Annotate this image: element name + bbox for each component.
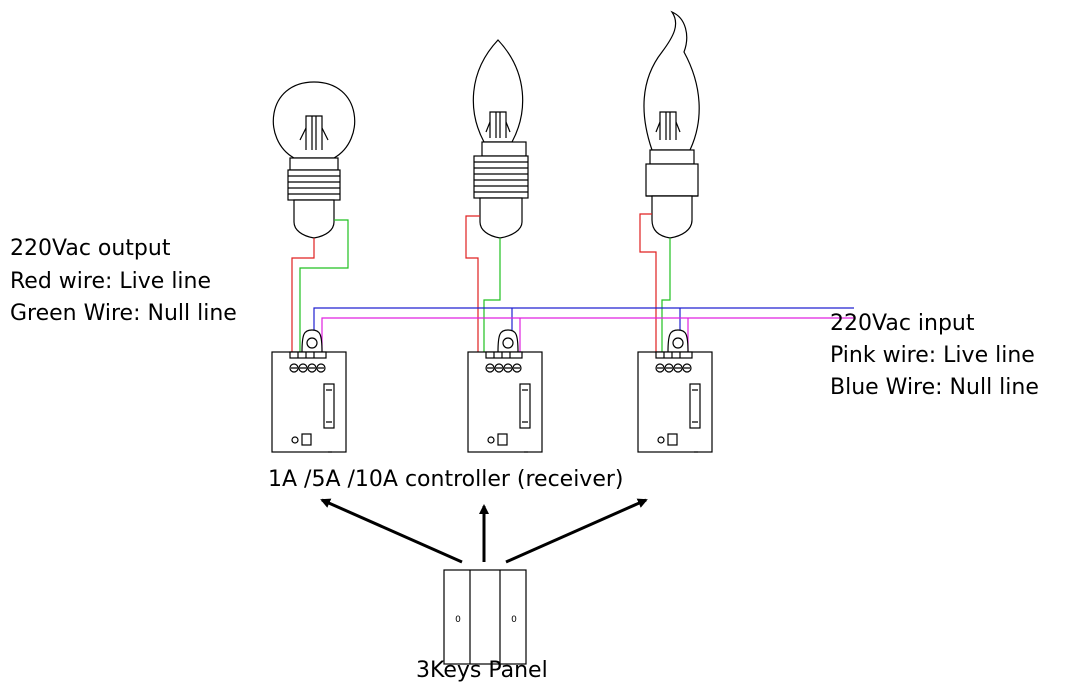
output-title-label: 220Vac output bbox=[10, 236, 171, 261]
wire-null-out-3 bbox=[661, 238, 671, 352]
controller-2 bbox=[467, 329, 543, 453]
controller-3 bbox=[637, 329, 713, 453]
panel-key-left-mark: 0 bbox=[455, 615, 461, 625]
output-green-label: Green Wire: Null line bbox=[10, 301, 237, 326]
controller-label: 1A /5A /10A controller (receiver) bbox=[268, 467, 624, 492]
wire-null-out-1 bbox=[299, 219, 349, 352]
bulb-globe bbox=[272, 81, 356, 239]
arrow-to-controller-3 bbox=[505, 498, 648, 564]
output-wires bbox=[291, 213, 671, 352]
arrow-to-controller-1 bbox=[320, 498, 463, 564]
input-wires bbox=[313, 307, 854, 352]
panel-label: 3Keys Panel bbox=[416, 658, 548, 683]
input-blue-label: Blue Wire: Null line bbox=[830, 375, 1039, 400]
signal-arrows bbox=[320, 498, 648, 564]
bulb-flame-tip bbox=[643, 10, 700, 239]
wire-live-out-1 bbox=[291, 238, 315, 352]
input-title-label: 220Vac input bbox=[830, 311, 975, 336]
bulb-candle bbox=[472, 39, 529, 239]
wire-live-in bbox=[321, 317, 854, 352]
controller-1 bbox=[271, 329, 347, 453]
wire-live-out-3 bbox=[639, 213, 657, 352]
wire-null-in bbox=[313, 307, 854, 352]
input-pink-label: Pink wire: Live line bbox=[830, 343, 1035, 368]
wire-null-out-2 bbox=[483, 238, 501, 352]
output-red-label: Red wire: Live line bbox=[10, 269, 212, 294]
three-key-panel: 0 0 bbox=[443, 569, 527, 665]
wire-live-out-2 bbox=[465, 215, 480, 352]
panel-key-right-mark: 0 bbox=[511, 615, 517, 625]
